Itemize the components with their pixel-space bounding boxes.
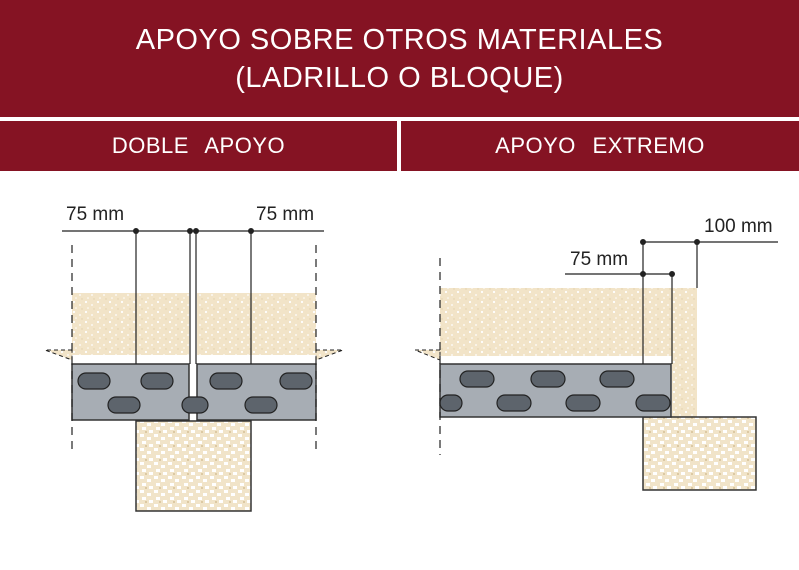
left-break-line-left: [44, 349, 73, 361]
header-divider: [0, 117, 799, 121]
right-dim-label-outer: 100 mm: [704, 216, 773, 237]
left-dim-label-right: 75 mm: [256, 204, 314, 225]
double-support-diagram: 75 mm 75 mm: [44, 204, 344, 512]
left-dim-label-left: 75 mm: [66, 204, 124, 225]
right-break-line: [414, 349, 441, 361]
right-dim-dots: [640, 239, 700, 277]
left-slab-holes: [77, 372, 313, 414]
right-brick-support: [642, 416, 757, 491]
end-support-diagram: 75 mm 100 mm: [414, 216, 778, 491]
left-section-label: DOBLE APOYO: [111, 133, 286, 158]
right-dim-label-inner: 75 mm: [570, 249, 628, 270]
right-slab-holes: [439, 370, 671, 412]
right-section-header: APOYO EXTREMO: [401, 121, 799, 171]
right-section-label: APOYO EXTREMO: [495, 133, 705, 158]
title-banner: APOYO SOBRE OTROS MATERIALES (LADRILLO O…: [0, 0, 799, 117]
title-line-2: (LADRILLO O BLOQUE): [235, 61, 564, 94]
left-brick-support: [135, 420, 252, 512]
left-break-line-right: [315, 349, 344, 361]
title-line-1: APOYO SOBRE OTROS MATERIALES: [135, 23, 664, 56]
right-concrete-topping: [440, 288, 697, 417]
left-section-header: DOBLE APOYO: [0, 121, 397, 171]
left-dim-dots: [133, 228, 254, 234]
left-slab-joint: [189, 293, 197, 419]
